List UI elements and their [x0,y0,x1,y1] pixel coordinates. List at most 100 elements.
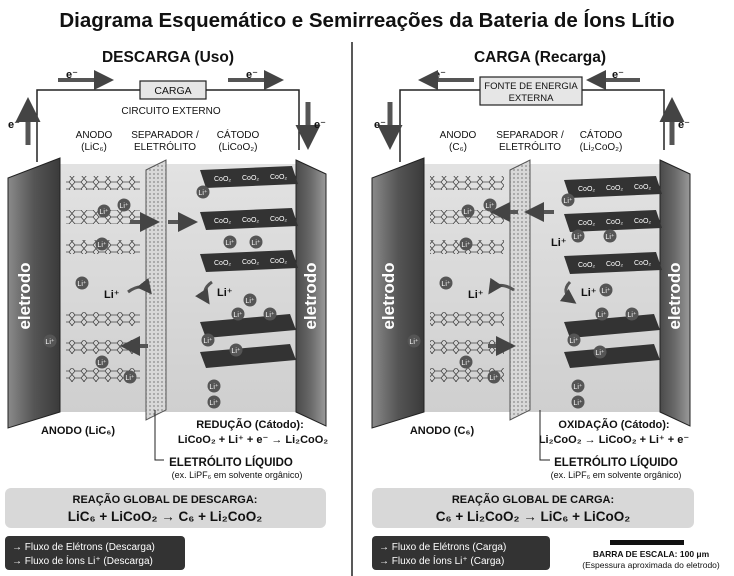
cathode-label: CÁTODO [580,128,623,141]
svg-text:Li⁺: Li⁺ [461,359,470,367]
svg-text:Li⁺: Li⁺ [485,202,494,210]
half-reaction-equation: Li₂CoO₂ → LiCoO₂ + Li⁺ + e⁻ [539,434,690,446]
discharge-heading: DESCARGA (Uso) [102,49,234,66]
li-ion: Li⁺ [459,237,473,251]
li-ion: Li⁺ [249,235,263,249]
svg-text:Li⁺: Li⁺ [77,280,86,288]
li-ion-label: Li⁺ [468,289,484,301]
li-ion: Li⁺ [567,333,581,347]
cathode-label: CÁTODO [217,128,260,141]
power-source-label-2: EXTERNA [509,93,555,104]
svg-text:Li⁺: Li⁺ [595,349,604,357]
ion-flow-arrow-curved [488,277,515,295]
cathode-layers: CoO₂ CoO₂ CoO₂ CoO₂ CoO₂ CoO₂ CoO₂ CoO₂ … [564,176,662,368]
coo2-label: CoO₂ [270,258,287,265]
li-ion: Li⁺ [487,370,501,384]
electrolyte-pointer [539,410,550,461]
cathode-electrode [295,159,327,427]
global-reaction-equation: C₆ + Li₂CoO₂ → LiC₆ + LiCoO₂ [436,509,631,524]
electrolyte-note: (ex. LiPF₆ em solvente orgânico) [172,470,303,480]
svg-text:Li⁺: Li⁺ [409,338,418,346]
global-reaction-box [5,488,326,528]
ion-flow-arrow-curved [195,280,213,305]
charge-heading: CARGA (Recarga) [474,49,606,66]
anode-electrode [7,157,61,429]
li-ion: Li⁺ [117,198,131,212]
svg-text:Li⁺: Li⁺ [489,374,498,382]
coo2-label: CoO₂ [214,176,231,183]
svg-text:Li⁺: Li⁺ [265,311,274,319]
anode-formula: (LiC₆) [81,142,107,153]
li-ion: Li⁺ [263,307,277,321]
discharge-panel: DESCARGA (Uso) CARGA CIRCUITO EXTERNO e⁻… [5,49,328,570]
power-source-label: FONTE DE ENERGIA [484,81,578,92]
svg-text:Li⁺: Li⁺ [97,241,106,249]
coo2-label: CoO₂ [242,217,259,224]
circuit-label: CIRCUITO EXTERNO [121,106,220,117]
svg-text:Li⁺: Li⁺ [233,311,242,319]
li-ion: Li⁺ [95,355,109,369]
li-ion: Li⁺ [459,355,473,369]
ion-flow-arrow-curved [559,280,577,304]
coo2-label: CoO₂ [242,175,259,182]
legend-electron-flow: → Fluxo de Elétrons (Descarga) [12,542,155,553]
li-ion: Li⁺ [407,334,421,348]
svg-text:Li⁺: Li⁺ [573,383,582,391]
legend-electron-flow: → Fluxo de Elétrons (Carga) [379,542,506,553]
scale-bar-note: (Espessura aproximada do eletrodo) [582,560,720,570]
bottom-anode-label: ANODO (C₆) [410,425,475,437]
anode-label: ANODO [76,130,113,141]
svg-text:Li⁺: Li⁺ [573,399,582,407]
li-ion: Li⁺ [223,235,237,249]
global-reaction-box [372,488,694,528]
coo2-label: CoO₂ [578,262,595,269]
li-ion: Li⁺ [571,379,585,393]
coo2-label: CoO₂ [214,260,231,267]
half-reaction-title: OXIDAÇÃO (Cátodo): [558,418,669,431]
svg-text:Li⁺: Li⁺ [601,287,610,295]
cathode-layers: CoO₂ CoO₂ CoO₂ CoO₂ CoO₂ CoO₂ CoO₂ CoO₂ … [200,166,298,368]
li-ion: Li⁺ [207,379,221,393]
li-ions: Li⁺ Li⁺ Li⁺ Li⁺ Li⁺ Li⁺ Li⁺ Li⁺ Li⁺ Li⁺ … [43,185,277,409]
svg-text:Li⁺: Li⁺ [209,399,218,407]
svg-text:Li⁺: Li⁺ [569,337,578,345]
svg-text:Li⁺: Li⁺ [125,374,134,382]
li-ion: Li⁺ [625,307,639,321]
coo2-label: CoO₂ [634,260,651,267]
li-ion: Li⁺ [593,345,607,359]
li-ion: Li⁺ [483,198,497,212]
li-ion-label: Li⁺ [581,287,597,299]
li-ion: Li⁺ [595,307,609,321]
svg-text:Li⁺: Li⁺ [45,338,54,346]
svg-text:Li⁺: Li⁺ [605,233,614,241]
scale-bar [610,540,684,545]
electron-label-right: e⁻ [314,119,326,131]
svg-text:Li⁺: Li⁺ [597,311,606,319]
electrolyte-label: ELETRÓLITO [134,140,196,153]
half-reaction-equation: LiCoO₂ + Li⁺ + e⁻ → Li₂CoO₂ [178,434,328,446]
li-ion: Li⁺ [243,293,257,307]
scale-bar-label: BARRA DE ESCALA: 100 μm [593,549,710,559]
legend-ion-flow: → Fluxo de Íons Li⁺ (Descarga) [12,554,153,567]
separator-label: SEPARADOR / [496,130,564,141]
li-ion: Li⁺ [599,283,613,297]
coo2-label: CoO₂ [578,186,595,193]
li-ions: Li⁺ Li⁺ Li⁺ Li⁺ Li⁺ Li⁺ Li⁺ Li⁺ Li⁺ Li⁺ … [407,193,639,409]
legend-box [5,536,185,570]
electrolyte-title: ELETRÓLITO LÍQUIDO [169,456,293,469]
anode-electrode [371,157,425,429]
electrolyte-note: (ex. LiPF₆ em solvente orgânico) [551,470,682,480]
graphite-layers [66,176,140,382]
load-box [139,80,207,100]
svg-text:Li⁺: Li⁺ [99,208,108,216]
li-ion-label: Li⁺ [217,287,233,299]
svg-text:Li⁺: Li⁺ [463,208,472,216]
li-ion: Li⁺ [196,185,210,199]
coo2-label: CoO₂ [214,218,231,225]
legend-box [372,536,550,570]
global-reaction-equation: LiC₆ + LiCoO₂ → C₆ + Li₂CoO₂ [68,509,263,524]
svg-text:Li⁺: Li⁺ [573,233,582,241]
coo2-label: CoO₂ [270,216,287,223]
li-ion: Li⁺ [561,193,575,207]
